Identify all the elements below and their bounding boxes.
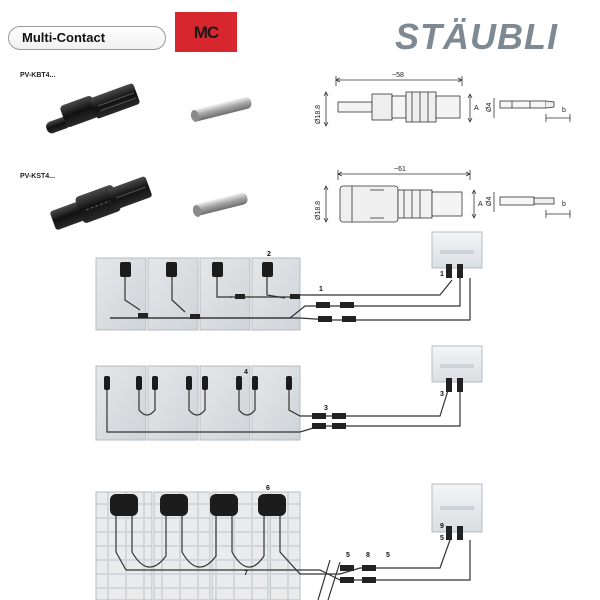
mc4-connector (340, 565, 376, 583)
junction-box (120, 262, 273, 277)
mc4-connector (312, 413, 346, 429)
wiring-diagram-3: 6 7 5 8 5 9 5 (95, 483, 483, 600)
multi-contact-logo: Multi-Contact (8, 26, 166, 50)
callout-1-inverter: 1 (440, 271, 444, 278)
callout-8: 8 (366, 552, 370, 559)
callout-5-inverter: 5 (440, 535, 444, 542)
mc4-connector (104, 376, 292, 390)
dimension-drawing-kst4 (323, 170, 477, 223)
callout-3: 3 (324, 405, 328, 412)
pin-diameter-label: Ø4 (486, 197, 493, 206)
dimension-a-label: A (478, 201, 483, 208)
dimension-a-label: A (474, 105, 479, 112)
callout-6: 6 (266, 485, 270, 492)
callout-9: 9 (440, 523, 444, 530)
mc-logo-text: MC (193, 23, 219, 42)
dimension-diameter-label: Ø18.8 (315, 201, 322, 220)
dimension-drawing-kbt4 (323, 76, 473, 127)
pin-b-label: b (562, 107, 566, 114)
cable (106, 383, 461, 433)
pin-b-label: b (562, 201, 566, 208)
callout-1: 1 (319, 286, 323, 293)
callout-4: 4 (244, 369, 248, 376)
pin-drawing-kbt4 (493, 98, 571, 122)
callout-3-inverter: 3 (440, 391, 444, 398)
pin-diameter-label: Ø4 (486, 103, 493, 112)
wiring-diagram-1: 2 1 1 (95, 231, 483, 331)
product-caption-kst4: PV-KST4... (20, 173, 56, 180)
pin-drawing-kst4 (493, 192, 571, 218)
solar-panel-array-2 (95, 365, 301, 441)
callout-7: 7 (244, 570, 248, 577)
wiring-diagram-2: 4 3 3 (95, 345, 483, 441)
callout-5: 5 (346, 552, 350, 559)
contact-socket-kst4 (192, 192, 248, 217)
brand-name: Multi-Contact (22, 30, 106, 45)
mc4-connector (138, 294, 356, 322)
dimension-diameter-label: Ø18.8 (315, 105, 322, 124)
inverter-box-1 (431, 231, 483, 278)
dimension-length-label: ~58 (392, 72, 404, 79)
contact-pin-kbt4 (190, 96, 252, 122)
inverter-box-2 (431, 345, 483, 392)
dimension-length-label: ~61 (394, 166, 406, 173)
inverter-box-3 (431, 483, 483, 540)
connector-photo-kbt4 (46, 83, 140, 134)
callout-5-right: 5 (386, 552, 390, 559)
junction-box (110, 494, 286, 516)
callout-2: 2 (267, 251, 271, 258)
product-caption-kbt4: PV-KBT4... (20, 72, 56, 79)
connector-photo-kst4 (50, 176, 152, 230)
staubli-logo: STÄUBLI (395, 16, 558, 57)
mc-logo: MC (175, 12, 237, 52)
